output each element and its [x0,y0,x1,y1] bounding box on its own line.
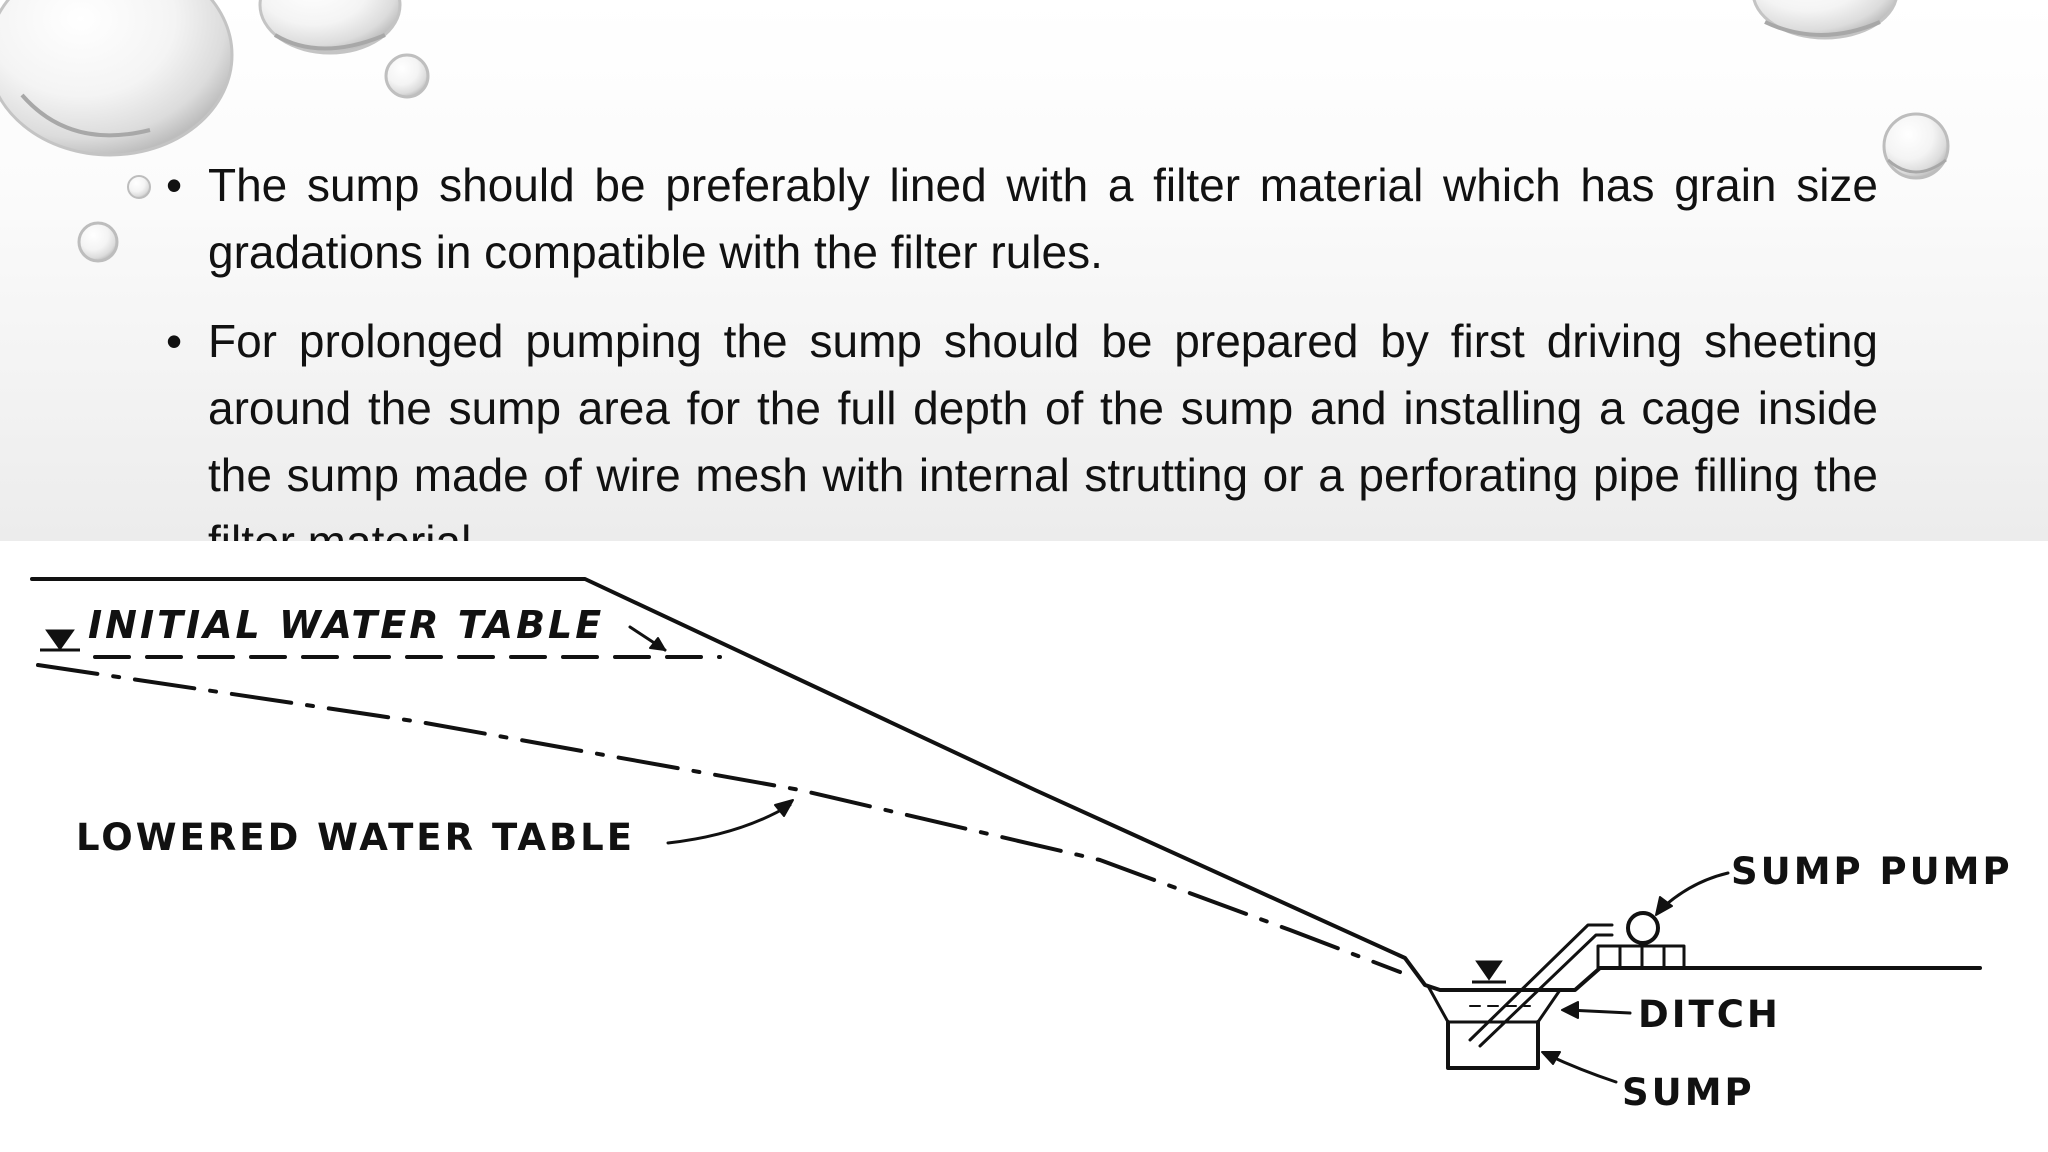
bullet-list: • The sump should be preferably lined wi… [166,152,1878,541]
water-table-symbol-icon [40,629,80,652]
water-droplet-icon [258,0,402,55]
initial-water-table-label: INITIAL WATER TABLE [88,603,604,647]
lowered-water-table-line [36,663,1402,974]
sump-label: SUMP [1622,1071,1755,1114]
water-droplet-icon [1752,0,1898,40]
lowered-water-table-label: LOWERED WATER TABLE [76,816,635,859]
sump-leader [1546,1053,1618,1084]
water-droplet-icon [77,221,119,263]
ground-surface-line [30,577,1982,992]
suction-pipe [1468,923,1614,1048]
ditch-outline [1426,984,1562,1024]
sump-pump-label: SUMP PUMP [1731,850,2013,893]
bullet-text: For prolonged pumping the sump should be… [208,315,1878,541]
bullet-marker: • [166,315,183,367]
pump-icon [1626,911,1660,945]
bullet-item: • The sump should be preferably lined wi… [166,152,1878,286]
water-droplets [0,0,1950,263]
text-panel: • The sump should be preferably lined wi… [0,0,2048,541]
ditch-label: DITCH [1638,993,1781,1036]
water-droplet-icon [384,53,430,99]
lowered-water-table-leader [666,803,792,845]
water-droplet-icon [0,0,234,157]
water-table-symbol-icon [1472,960,1506,984]
bullet-item: • For prolonged pumping the sump should … [166,308,1878,541]
water-droplet-icon [1882,112,1950,180]
bullet-text: The sump should be preferably lined with… [208,159,1878,278]
sump-dewatering-diagram: INITIAL WATER TABLE LOWERED WATER TABLE … [30,577,2013,1114]
bullet-marker: • [166,159,183,211]
water-droplet-icon [127,175,151,199]
sump-outline [1446,1020,1540,1070]
